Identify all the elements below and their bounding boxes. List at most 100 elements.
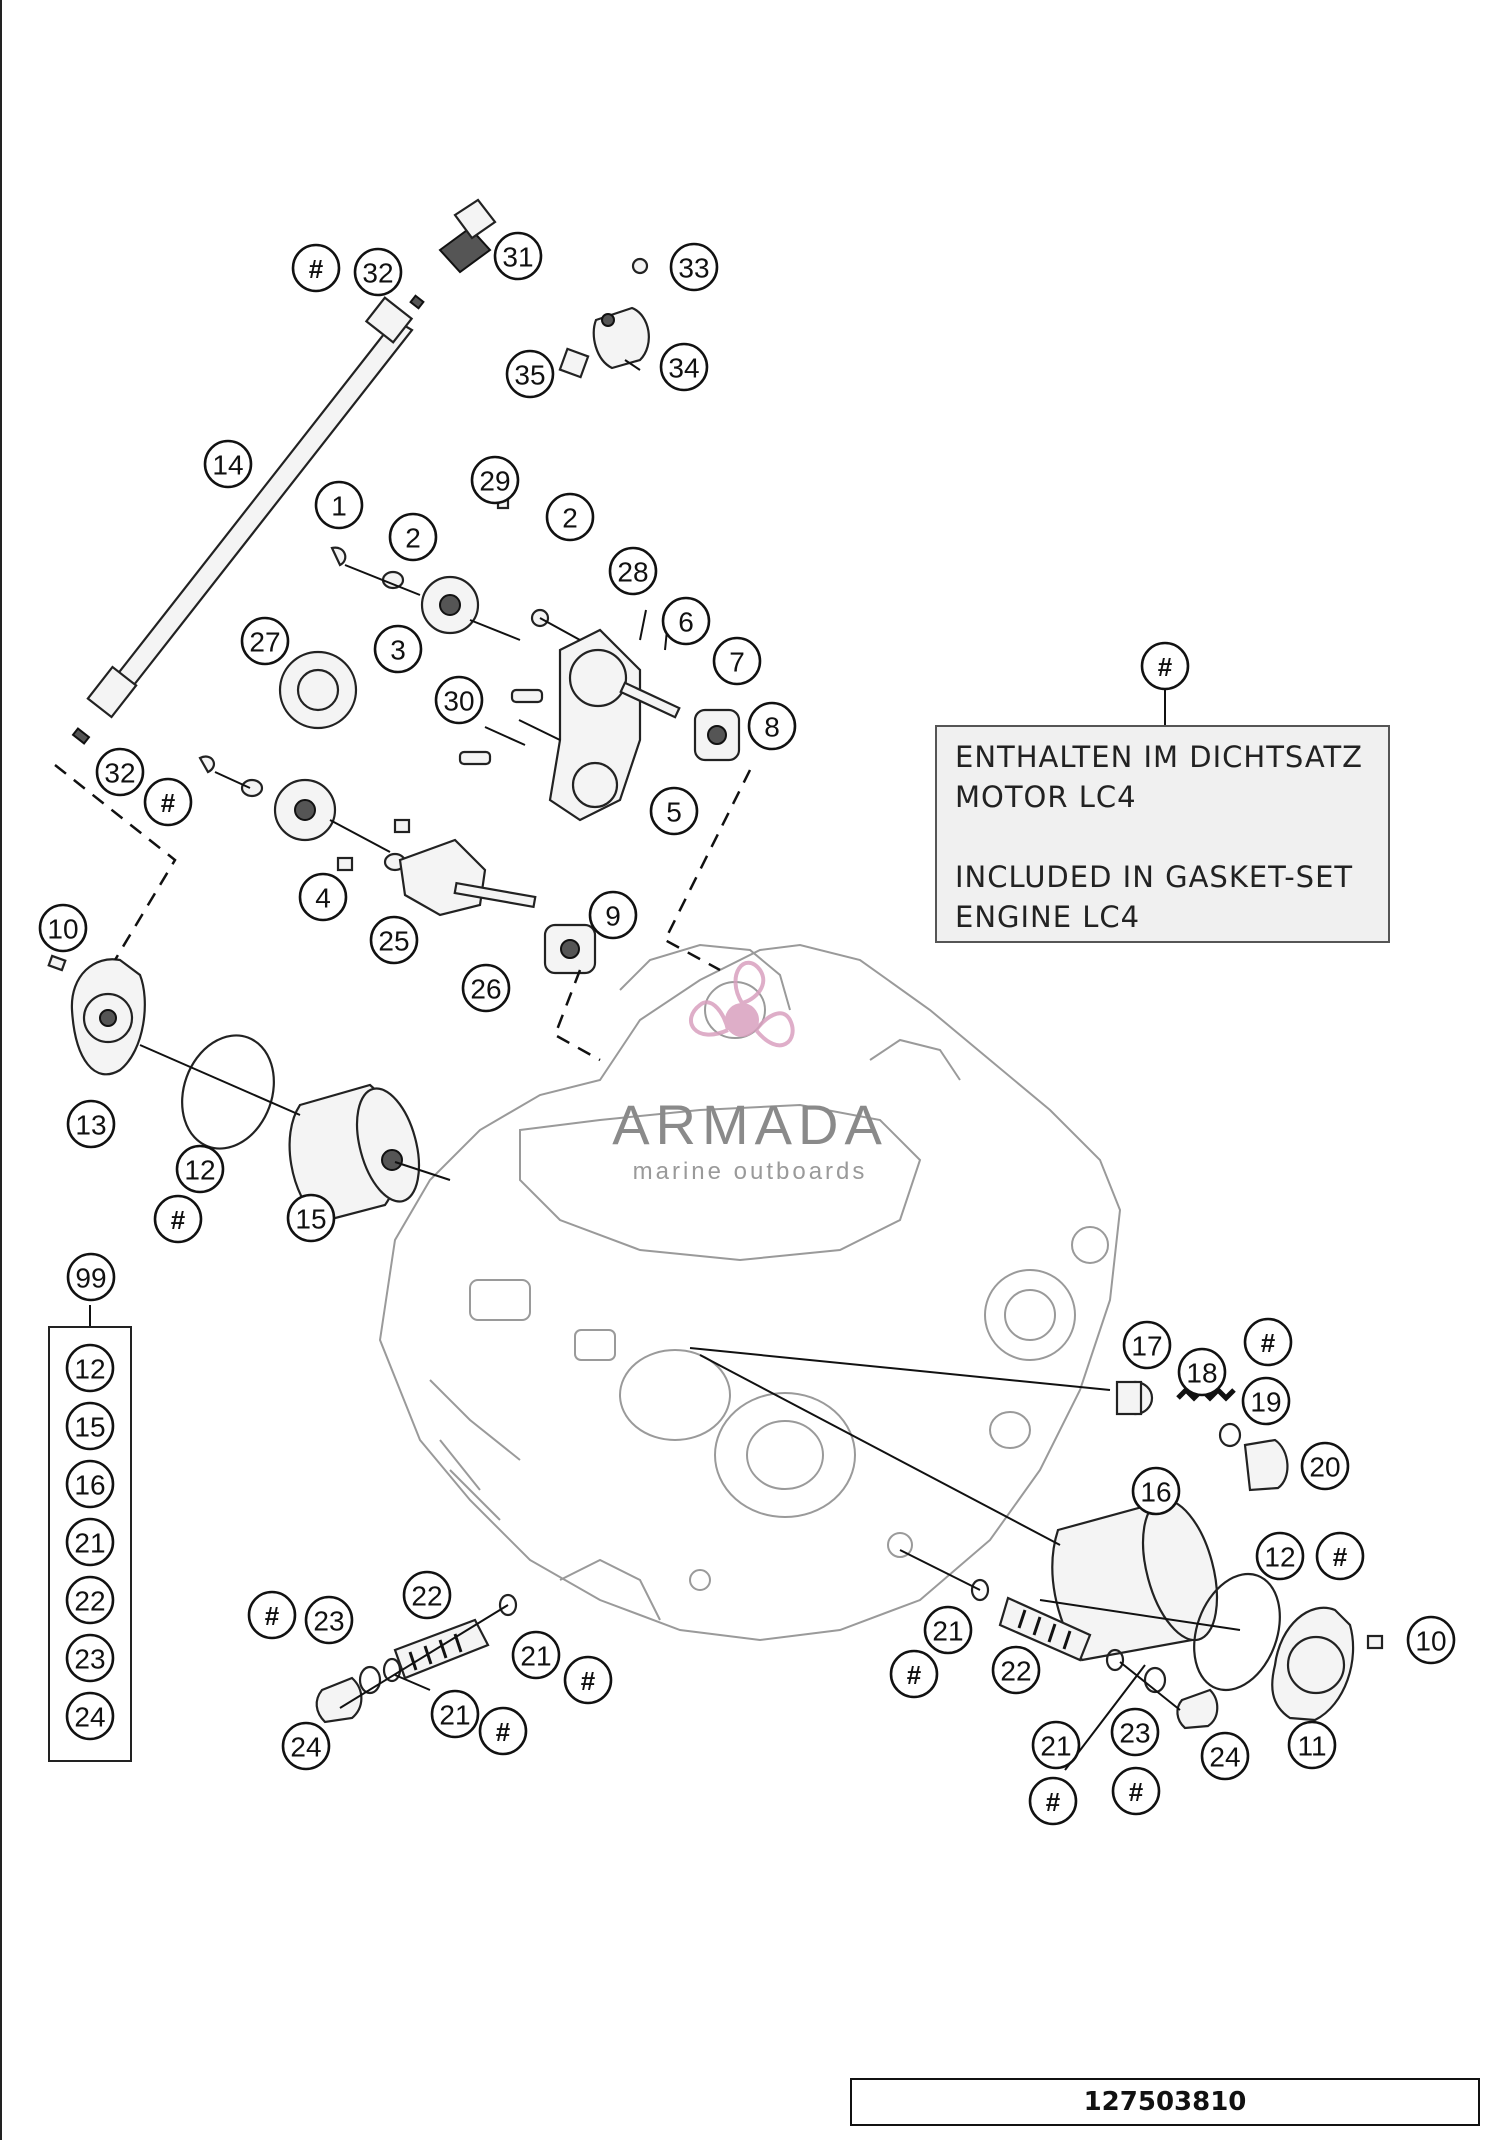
callout-gasket-set-marker: # (1315, 1531, 1365, 1581)
callout-gasket-set-marker-label: # (161, 788, 176, 818)
callout-gasket-set-marker-label: # (1261, 1328, 1276, 1358)
callout-2-label: 2 (562, 503, 578, 534)
callout-33-label: 33 (678, 253, 709, 284)
callout-21: 21 (923, 1605, 973, 1655)
callout-gasket-set-marker: # (889, 1649, 939, 1699)
callout-16: 16 (1131, 1466, 1181, 1516)
upper-oil-pump-parts (278, 476, 741, 822)
callout-22: 22 (402, 1570, 452, 1620)
callout-21: 21 (430, 1689, 480, 1739)
callout-gasket-set-marker-label: # (171, 1205, 186, 1235)
watermark-logo-icon (689, 961, 795, 1048)
callout-11-circle (1287, 1720, 1337, 1770)
callout-gasket-set-marker-label: # (1158, 652, 1173, 682)
note-line-english-1: INCLUDED IN GASKET-SET (955, 860, 1354, 894)
callout-21-label: 21 (1040, 1731, 1071, 1762)
callout-21-label: 21 (932, 1616, 963, 1647)
callout-4-circle (298, 872, 348, 922)
callout-23: 23 (304, 1595, 354, 1645)
kit-item-circle (65, 1459, 115, 1509)
callout-3: 3 (373, 624, 423, 674)
kit-item-label: 15 (74, 1412, 105, 1443)
callout-1-circle (314, 480, 364, 530)
kit-item-12: 12 (65, 1343, 115, 1393)
callout-14-label: 14 (212, 450, 243, 481)
callout-13: 13 (66, 1099, 116, 1149)
callout-9-label: 9 (605, 901, 621, 932)
callout-15-label: 15 (295, 1204, 326, 1235)
callout-21-circle (1031, 1720, 1081, 1770)
callout-27-label: 27 (249, 627, 280, 658)
callout-16-label: 16 (1140, 1477, 1171, 1508)
callout-14: 14 (203, 439, 253, 489)
callout-gasket-set-marker-circle (247, 1590, 297, 1640)
callout-6: 6 (661, 596, 711, 646)
bottom-left-valve-parts (315, 1593, 518, 1724)
o-ring-12b-icon (1193, 1572, 1281, 1692)
kit-item-label: 24 (74, 1702, 105, 1733)
callout-gasket-set-marker-label: # (1129, 1777, 1144, 1807)
callout-8: 8 (747, 701, 797, 751)
callout-13-circle (66, 1099, 116, 1149)
kit-item-circle (65, 1691, 115, 1741)
callout-23-label: 23 (1119, 1718, 1150, 1749)
callout-gasket-set-marker-label: # (309, 254, 324, 284)
callout-5-label: 5 (666, 797, 682, 828)
kit-item-23: 23 (65, 1633, 115, 1683)
callout-gasket-set-marker-label: # (1046, 1787, 1061, 1817)
callout-99-circle (66, 1252, 116, 1302)
callout-10-circle (38, 903, 88, 953)
callout-10: 10 (38, 903, 88, 953)
callout-gasket-set-marker-label: # (907, 1660, 922, 1690)
callout-19-label: 19 (1250, 1387, 1281, 1418)
kit-item-circle (65, 1633, 115, 1683)
o-ring-12-icon (181, 1034, 275, 1150)
callout-23-circle (304, 1595, 354, 1645)
callout-10: 10 (1406, 1615, 1456, 1665)
callout-31-circle (493, 231, 543, 281)
callout-7: 7 (712, 636, 762, 686)
kit-item-circle (65, 1401, 115, 1451)
callout-4: 4 (298, 872, 348, 922)
callout-32: 32 (95, 747, 145, 797)
callout-5-circle (649, 786, 699, 836)
callout-29: 29 (470, 455, 520, 505)
callout-gasket-set-marker: # (153, 1194, 203, 1244)
filter-cover-13-icon (47, 954, 146, 1076)
callout-gasket-set-marker-circle (1111, 1766, 1161, 1816)
callout-34: 34 (659, 342, 709, 392)
callout-2-circle (545, 492, 595, 542)
callout-27: 27 (240, 616, 290, 666)
callout-25-circle (369, 915, 419, 965)
callout-21-label: 21 (520, 1641, 551, 1672)
callout-12-label: 12 (184, 1155, 215, 1186)
callout-10-label: 10 (47, 914, 78, 945)
callout-34-label: 34 (668, 353, 699, 384)
callout-21: 21 (511, 1630, 561, 1680)
callout-gasket-set-marker: # (1140, 641, 1190, 691)
callout-gasket-set-marker-label: # (581, 1666, 596, 1696)
callout-gasket-set-marker-circle (478, 1706, 528, 1756)
kit-item-label: 12 (74, 1354, 105, 1385)
callout-23-circle (1110, 1707, 1160, 1757)
callout-16-circle (1131, 1466, 1181, 1516)
callout-32-circle (353, 247, 403, 297)
kit-item-22: 22 (65, 1575, 115, 1625)
callout-32-label: 32 (362, 258, 393, 289)
callout-28-label: 28 (617, 557, 648, 588)
callout-21-circle (511, 1630, 561, 1680)
callout-29-label: 29 (479, 466, 510, 497)
page-left-border (0, 0, 2, 2140)
callout-gasket-set-marker: # (1028, 1776, 1078, 1826)
callout-gasket-set-marker-circle (1315, 1531, 1365, 1581)
note-line-german-2: MOTOR LC4 (955, 780, 1137, 814)
callout-gasket-set-marker-circle (1140, 641, 1190, 691)
callout-21-label: 21 (439, 1700, 470, 1731)
watermark-subtitle: marine outboards (632, 1158, 868, 1185)
callout-17-circle (1122, 1320, 1172, 1370)
callout-19: 19 (1241, 1376, 1291, 1426)
kit-item-circle (65, 1517, 115, 1567)
callout-30-circle (434, 675, 484, 725)
kit-list-frame (48, 1326, 132, 1762)
